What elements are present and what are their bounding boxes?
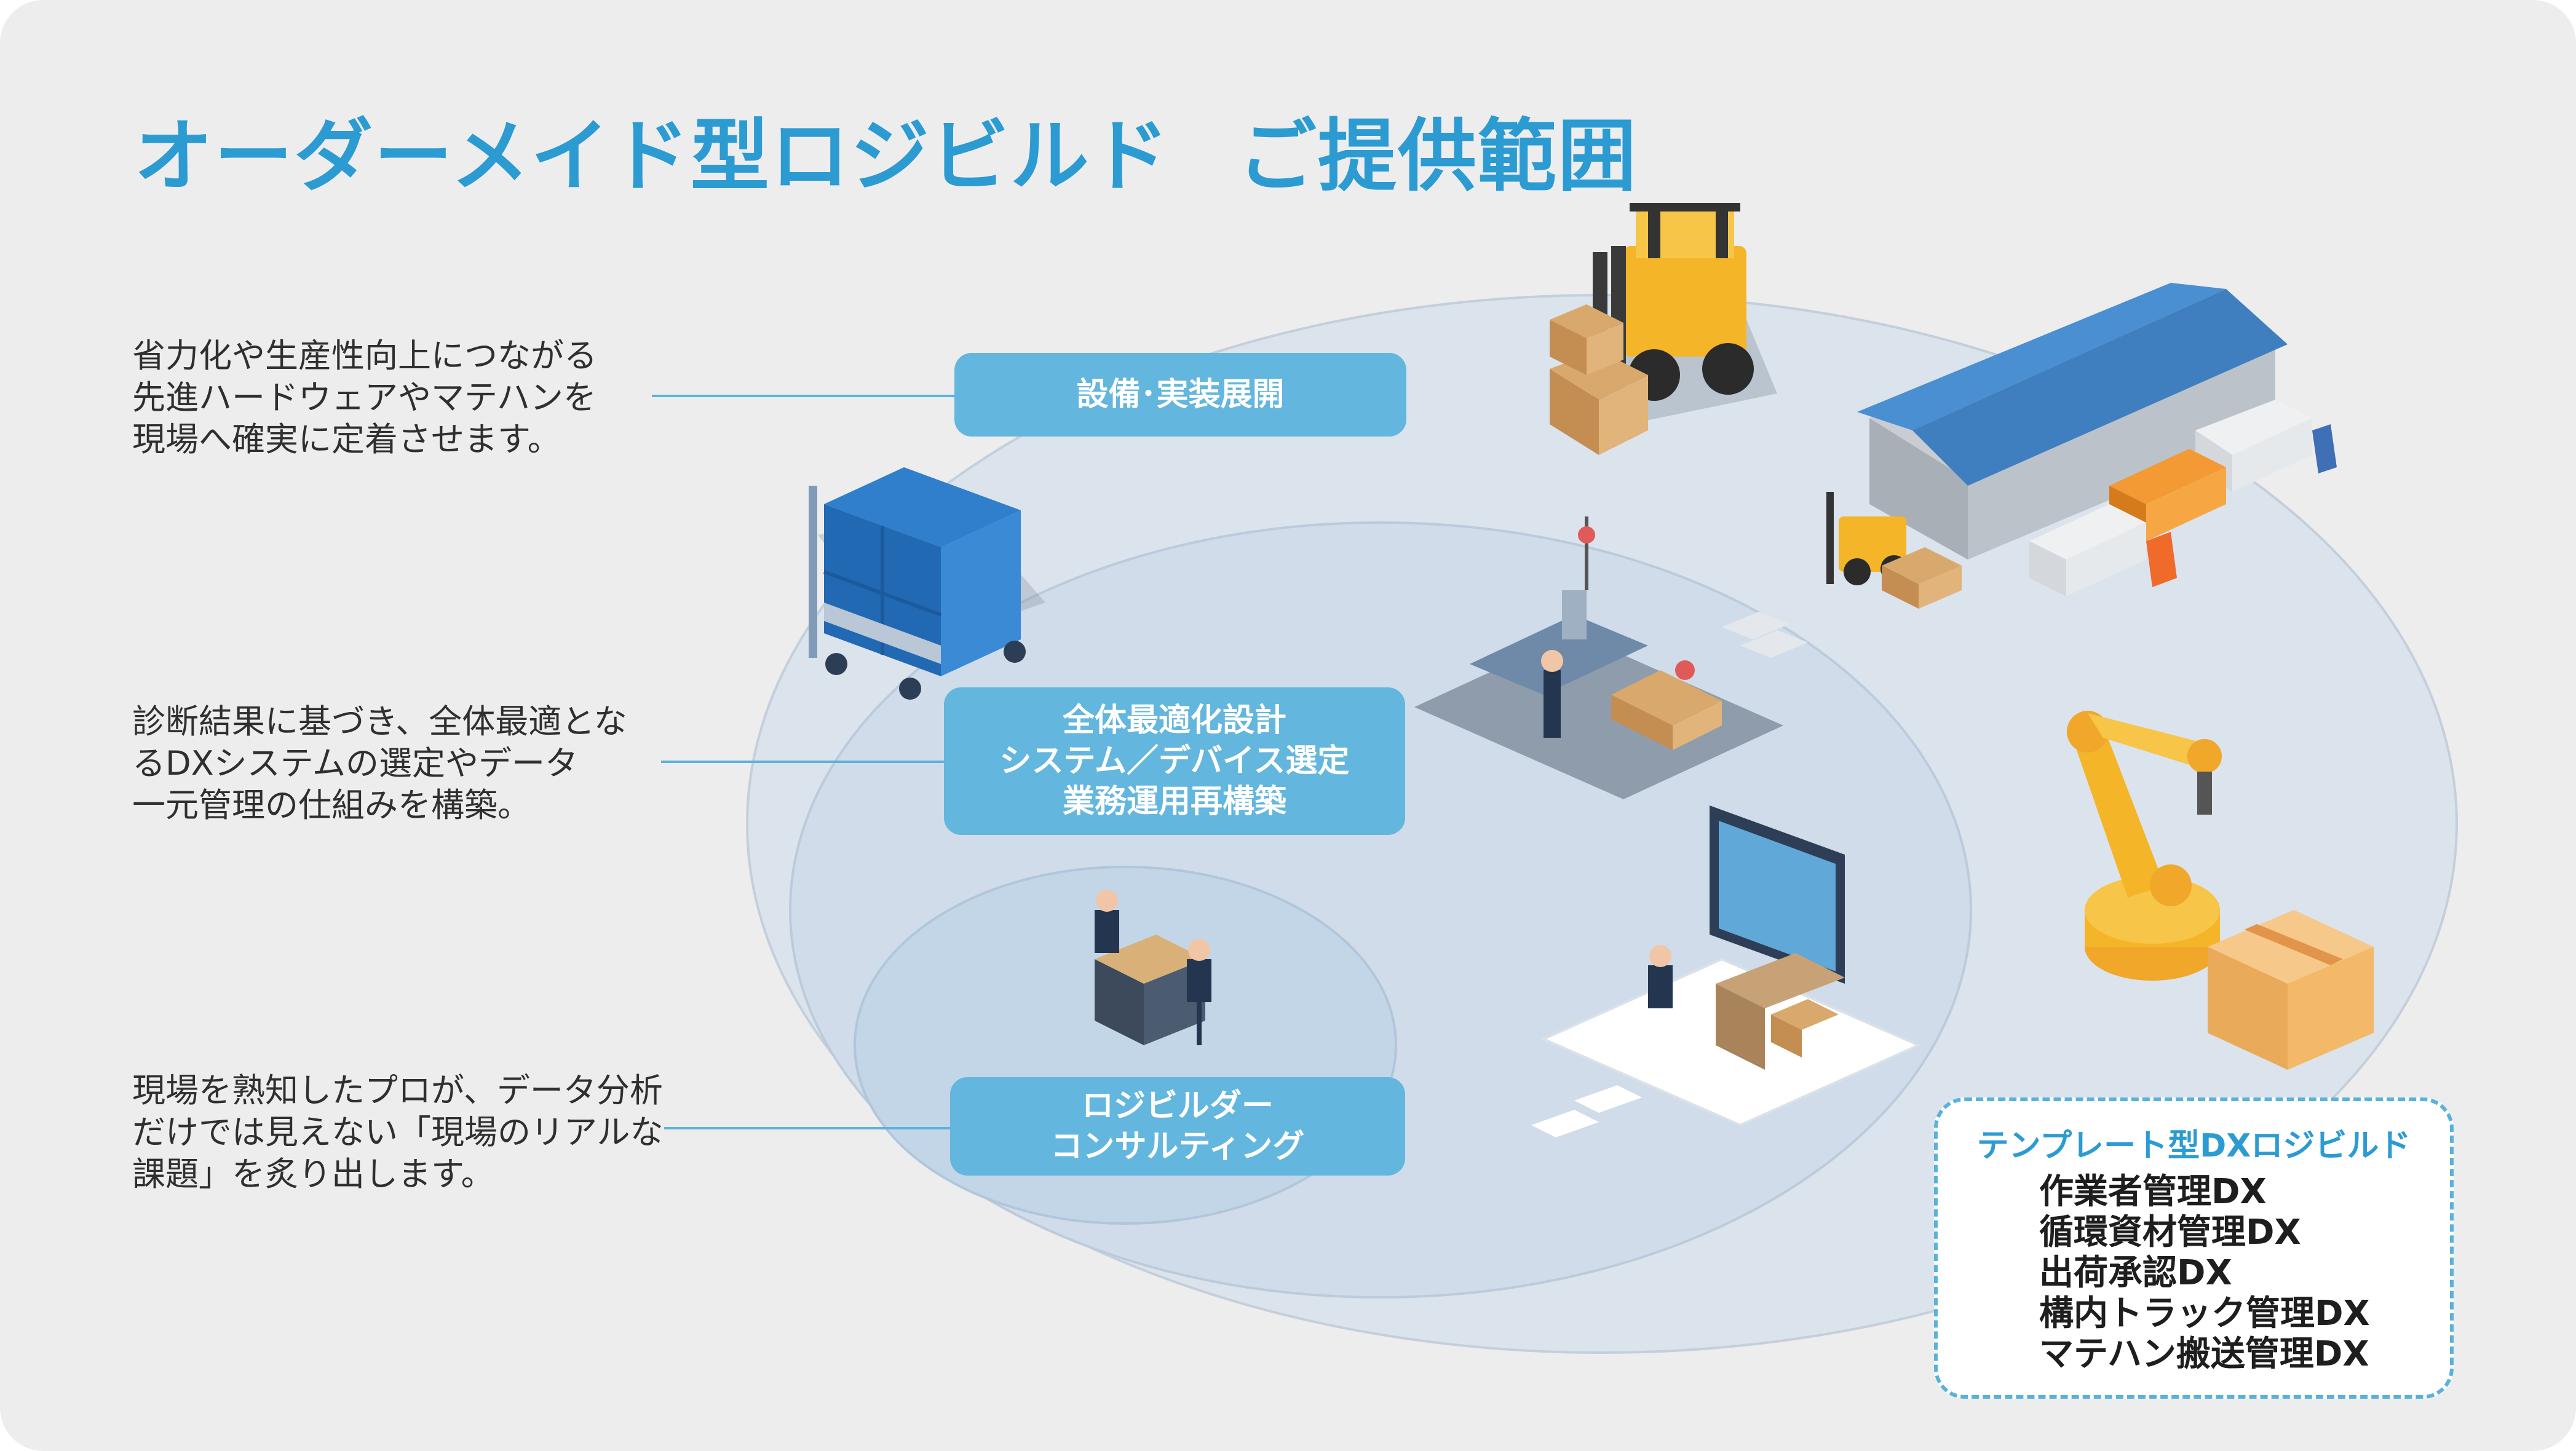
template-dx-item: 循環資材管理DX bbox=[2039, 1212, 2301, 1252]
truck-icon bbox=[2029, 400, 2337, 596]
system-connector bbox=[661, 761, 947, 763]
system-label: 全体最適化設計 システム／デバイス選定 業務運用再構築 bbox=[944, 687, 1405, 835]
equipment-label-text: 設備･実装展開 bbox=[1076, 376, 1285, 413]
template-dx-title: テンプレート型DXロジビルド bbox=[1976, 1128, 2411, 1164]
equipment-connector bbox=[652, 395, 959, 397]
template-dx-item: 構内トラック管理DX bbox=[2039, 1294, 2370, 1334]
template-dx-item: 作業者管理DX bbox=[2039, 1172, 2267, 1212]
conveyor-icon bbox=[1414, 516, 1808, 799]
system-label-line: 業務運用再構築 bbox=[1062, 783, 1286, 820]
consulting-description: 現場を熟知したプロが、データ分析 だけでは見えない「現場のリアルな 課題」を炙り… bbox=[132, 1071, 664, 1193]
consulting-label-line: ロジビルダー bbox=[1081, 1088, 1274, 1125]
consulting-connector bbox=[664, 1127, 950, 1129]
template-dx-item: 出荷承認DX bbox=[2039, 1253, 2232, 1293]
forklift-icon bbox=[1550, 203, 1777, 455]
system-description: 診断結果に基づき、全体最適とな るDXシステムの選定やデータ 一元管理の仕組みを… bbox=[132, 702, 627, 824]
robot-arm-icon bbox=[2067, 711, 2222, 981]
system-label-line: 全体最適化設計 bbox=[1062, 702, 1286, 739]
meeting-icon bbox=[1095, 890, 1211, 1045]
consulting-label: ロジビルダー コンサルティング bbox=[950, 1077, 1405, 1176]
equipment-description: 省力化や生産性向上につながる 先進ハードウェアやマテハンを 現場へ確実に定着させ… bbox=[132, 336, 597, 459]
warehouse-icon bbox=[1857, 283, 2288, 559]
equipment-label: 設備･実装展開 bbox=[954, 353, 1406, 437]
template-dx-list: 作業者管理DX 循環資材管理DX 出荷承認DX 構内トラック管理DX マテハン搬… bbox=[2039, 1172, 2370, 1375]
system-label-line: システム／デバイス選定 bbox=[999, 743, 1350, 780]
monitor-desk-icon bbox=[1531, 805, 1922, 1137]
template-dx-item: マテハン搬送管理DX bbox=[2039, 1334, 2369, 1374]
forklift-icon bbox=[1826, 492, 1962, 609]
title-main: オーダーメイド型ロジビルド bbox=[134, 111, 1170, 202]
page-title: オーダーメイド型ロジビルドご提供範囲 bbox=[134, 92, 1638, 206]
consulting-label-line: コンサルティング bbox=[1050, 1128, 1305, 1165]
title-sub: ご提供範囲 bbox=[1237, 111, 1638, 202]
box-icon bbox=[2208, 910, 2374, 1070]
template-dx-box: テンプレート型DXロジビルド 作業者管理DX 循環資材管理DX 出荷承認DX 構… bbox=[1934, 1097, 2454, 1399]
cart-icon bbox=[809, 467, 1045, 700]
